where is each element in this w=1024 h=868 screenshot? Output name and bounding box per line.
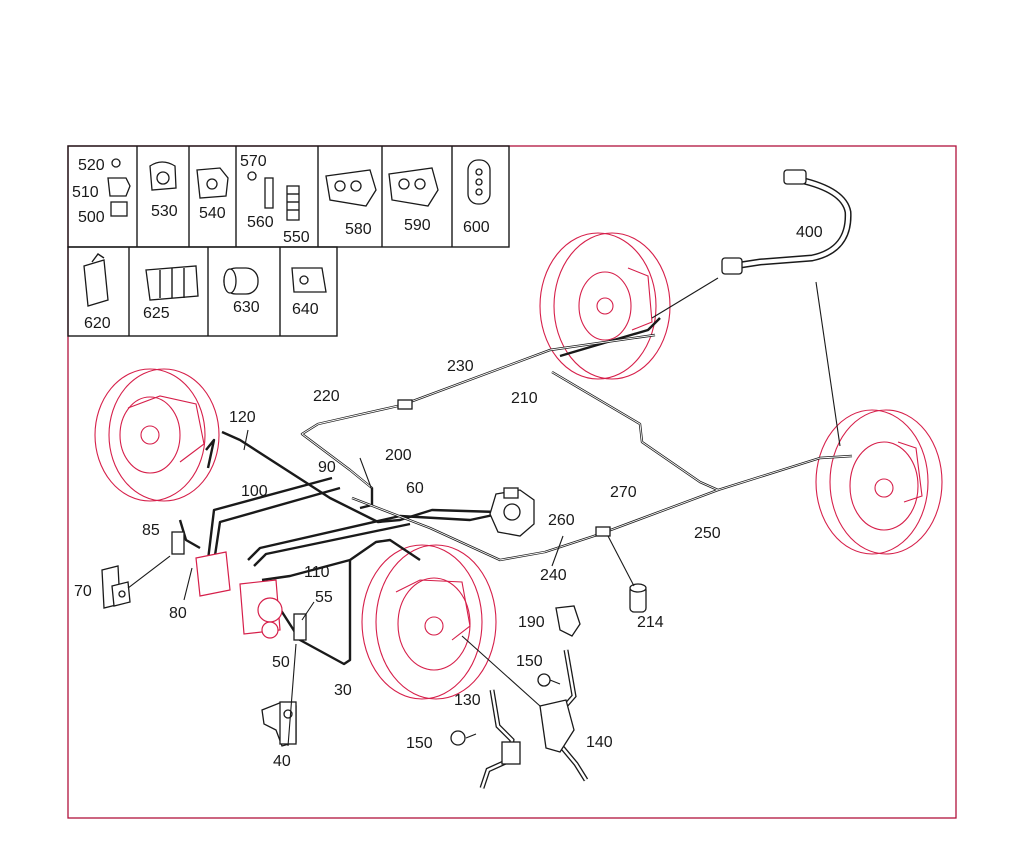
wheel-rear-left [815, 409, 943, 555]
callout-250: 250 [694, 525, 721, 542]
part-130-brake-hose [479, 689, 521, 789]
callout-625: 625 [143, 305, 170, 322]
part-40-bracket [261, 701, 297, 747]
callout-570: 570 [240, 153, 267, 170]
part-214-sleeve [629, 583, 647, 613]
callout-190: 190 [518, 614, 545, 631]
callout-500: 500 [78, 209, 105, 226]
callout-230: 230 [447, 358, 474, 375]
callout-580: 580 [345, 221, 372, 238]
callout-590: 590 [404, 217, 431, 234]
callout-60: 60 [406, 480, 424, 497]
distribution-block [195, 551, 283, 639]
callout-220: 220 [313, 388, 340, 405]
pipe-clips [397, 399, 611, 537]
callout-270: 270 [610, 484, 637, 501]
wheel-front-left [94, 368, 220, 502]
callout-540: 540 [199, 205, 226, 222]
callout-260: 260 [548, 512, 575, 529]
callout-520: 520 [78, 157, 105, 174]
brake-pipes [178, 317, 853, 666]
part-70-connector [101, 565, 131, 609]
callout-140: 140 [586, 734, 613, 751]
wheel-rear-right [539, 232, 671, 380]
callout-40: 40 [273, 753, 291, 770]
parts-legend-grid [67, 145, 510, 337]
callout-210: 210 [511, 390, 538, 407]
wheel-front-right [361, 544, 497, 700]
callout-120: 120 [229, 409, 256, 426]
callout-70: 70 [74, 583, 92, 600]
part-190-bracket [555, 605, 581, 637]
callout-100: 100 [241, 483, 268, 500]
diagram-frame [67, 145, 957, 819]
callout-150-upper: 150 [516, 653, 543, 670]
callout-200: 200 [385, 447, 412, 464]
callout-510: 510 [72, 184, 99, 201]
part-150-bolt-lower [450, 730, 477, 746]
callout-30: 30 [334, 682, 352, 699]
callout-labels: 520 510 500 530 540 570 560 550 580 590 … [72, 153, 823, 770]
legend-part-sketches [83, 158, 491, 307]
callout-550: 550 [283, 229, 310, 246]
callout-620: 620 [84, 315, 111, 332]
callout-640: 640 [292, 301, 319, 318]
callout-150-lower: 150 [406, 735, 433, 752]
part-150-bolt-upper [537, 673, 561, 687]
callout-80: 80 [169, 605, 187, 622]
callout-214: 214 [637, 614, 664, 631]
hydraulic-unit [489, 487, 535, 537]
callout-90: 90 [318, 459, 336, 476]
callout-560: 560 [247, 214, 274, 231]
callout-400: 400 [796, 224, 823, 241]
part-85-clip [171, 531, 185, 555]
callout-55: 55 [315, 589, 333, 606]
callout-130: 130 [454, 692, 481, 709]
callout-240: 240 [540, 567, 567, 584]
callout-85: 85 [142, 522, 160, 539]
callout-600: 600 [463, 219, 490, 236]
callout-630: 630 [233, 299, 260, 316]
callout-110: 110 [304, 564, 330, 581]
leader-lines [127, 277, 841, 747]
flex-hose-400 [721, 169, 852, 275]
part-55-clip [293, 613, 307, 641]
callout-50: 50 [272, 654, 290, 671]
part-140-brake-hose [539, 649, 589, 782]
callout-530: 530 [151, 203, 178, 220]
